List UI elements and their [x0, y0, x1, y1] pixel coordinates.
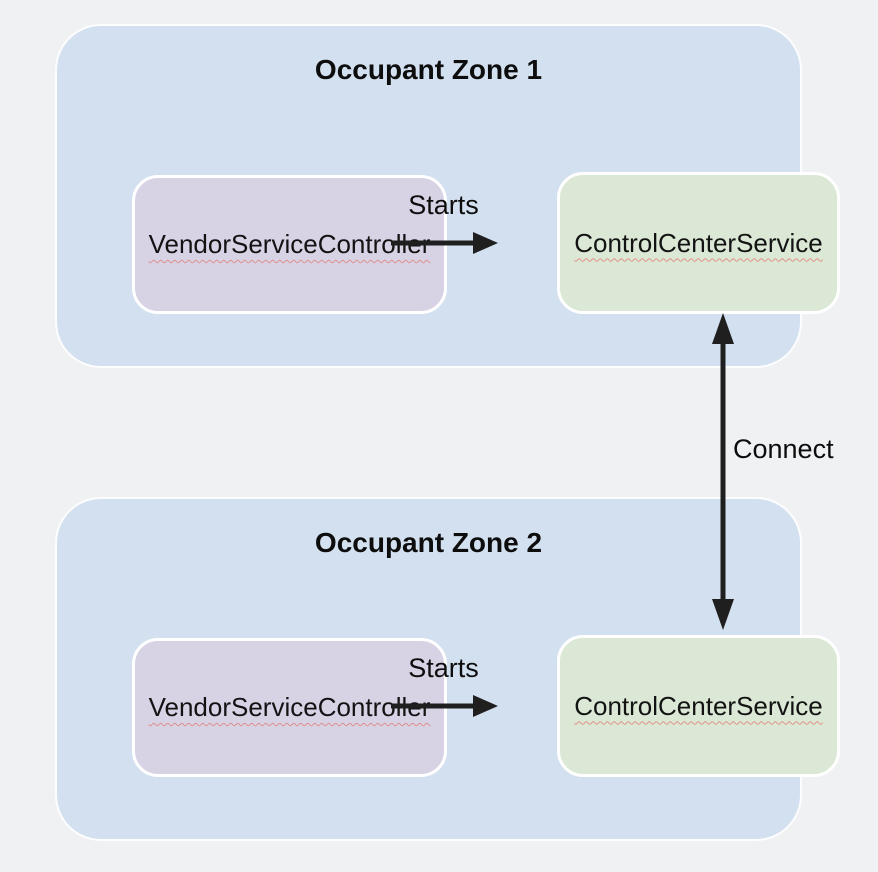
vendor-service-controller-box-zone-2: VendorServiceController — [132, 638, 447, 777]
control-center-service-box-zone-2: ControlCenterService — [557, 635, 840, 777]
occupant-zone-2: Occupant Zone 2 VendorServiceController … — [55, 497, 840, 841]
control-center-service-label-zone-2: ControlCenterService — [574, 690, 823, 721]
occupant-zone-1: Occupant Zone 1 VendorServiceController … — [55, 24, 840, 368]
starts-edge-label-zone-2: Starts — [408, 653, 479, 683]
connect-edge-label: Connect — [733, 434, 834, 464]
control-center-service-box-zone-1: ControlCenterService — [557, 172, 840, 314]
vendor-service-controller-label-zone-1: VendorServiceController — [148, 229, 431, 259]
occupant-zone-1-title: Occupant Zone 1 — [314, 54, 543, 85]
occupant-zone-2-title: Occupant Zone 2 — [314, 527, 543, 558]
starts-edge-label-zone-1: Starts — [408, 190, 479, 220]
control-center-service-label-zone-1: ControlCenterService — [574, 227, 823, 258]
vendor-service-controller-label-zone-2: VendorServiceController — [148, 692, 431, 722]
